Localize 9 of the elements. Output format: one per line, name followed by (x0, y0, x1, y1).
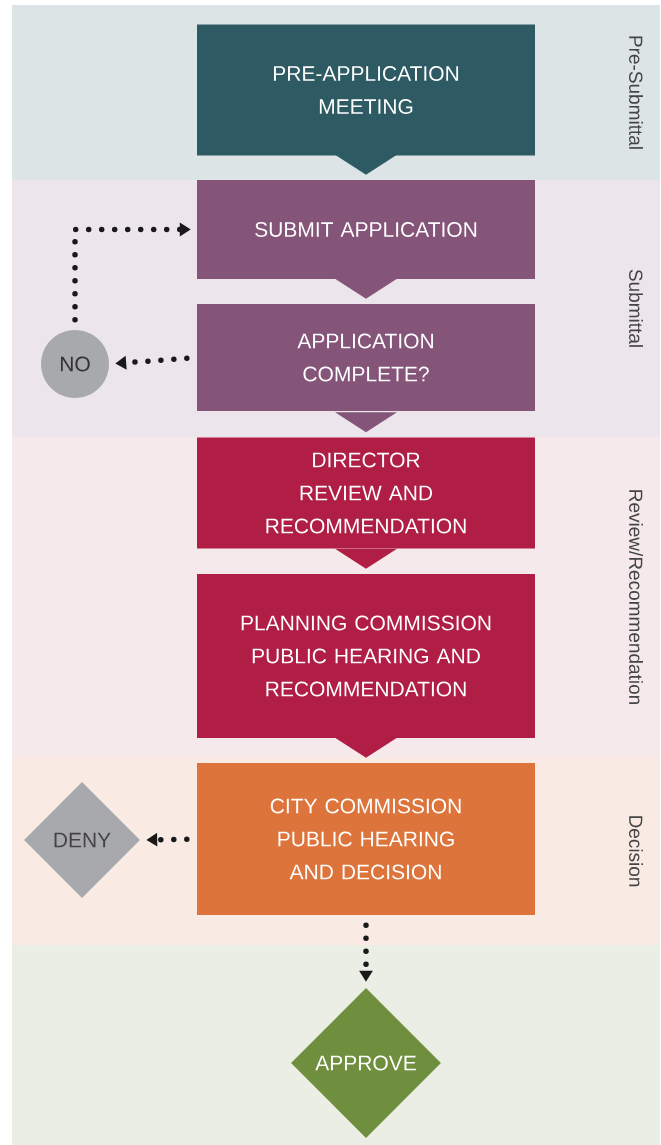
chevron-arrow (335, 278, 397, 299)
chevron-arrow (335, 737, 397, 758)
process-box: CITY COMMISSION PUBLIC HEARING AND DECISION (197, 763, 535, 915)
chevron-arrow (335, 154, 397, 175)
band (12, 945, 660, 1145)
process-box: PLANNING COMMISSION PUBLIC HEARING AND RECOMMENDATION (197, 574, 535, 738)
chevron-arrow (335, 411, 397, 433)
chevron-arrow (335, 548, 397, 569)
process-box: PRE-APPLICATION MEETING (197, 24, 535, 156)
